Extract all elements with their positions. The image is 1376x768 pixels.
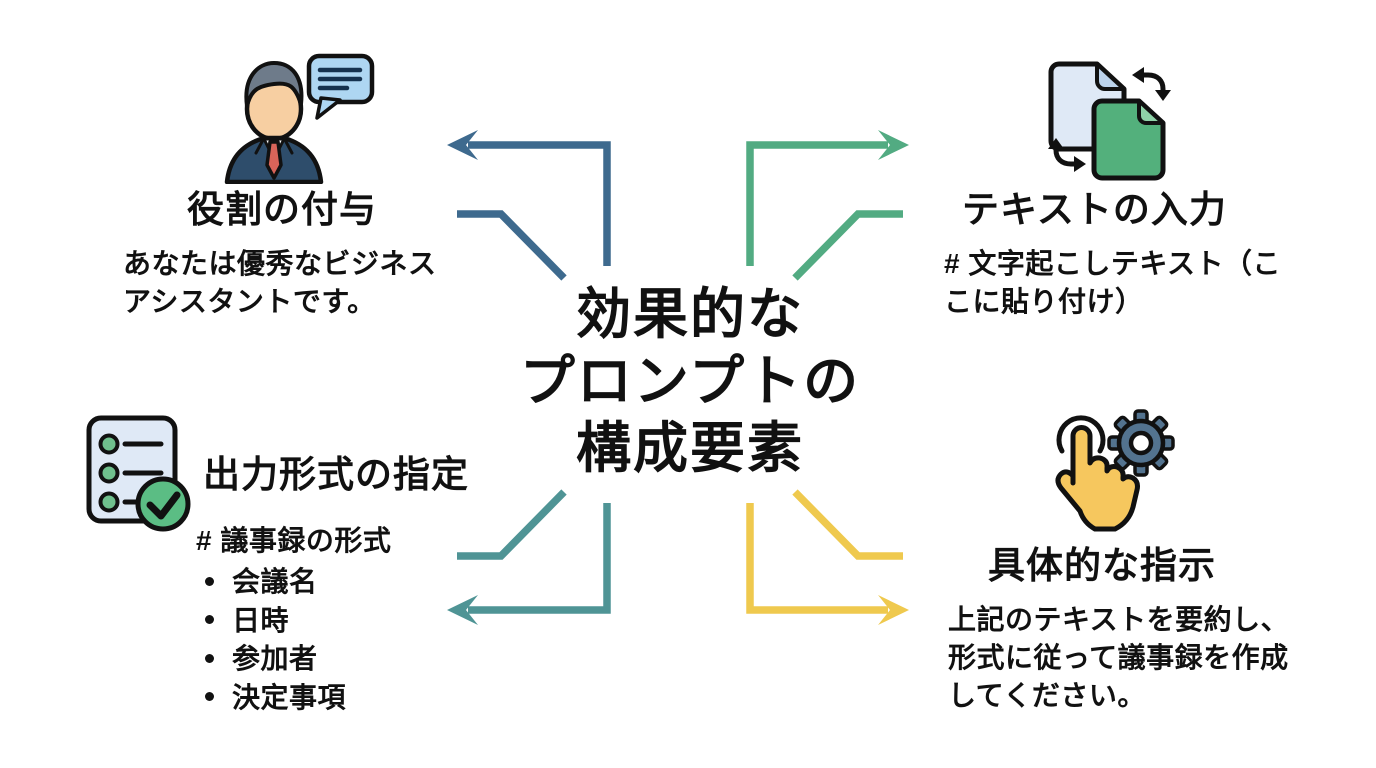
- arrowhead-left: [447, 130, 478, 160]
- check-circle: [135, 476, 191, 532]
- arrow-to-output-format: [447, 489, 611, 625]
- format-bullet-list: 会議名 日時 参加者 決定事項: [196, 561, 346, 715]
- arrow-accent-line: [792, 489, 903, 560]
- bullet-label: 会議名: [232, 566, 318, 598]
- pointing-hand: [1055, 425, 1140, 532]
- arrow-line: [468, 503, 611, 614]
- back-document-fold: [1095, 62, 1126, 91]
- arrow-accent-line: [457, 489, 567, 560]
- businessman-speech-bubble-icon: [222, 52, 377, 184]
- main-title-line-2: プロンプトの: [519, 350, 861, 412]
- quadrant-heading-role: 役割の付与: [187, 189, 377, 230]
- document-swap-icon: [1036, 56, 1176, 182]
- front-document-fold: [1137, 99, 1165, 125]
- gear: [1107, 409, 1175, 477]
- hand-click-gear-icon: [1044, 405, 1176, 539]
- arrowhead-right: [878, 130, 909, 160]
- quadrant-body-instruction: 上記のテキストを要約し、 形式に従って議事録を作成 してください。: [948, 604, 1290, 711]
- arrow-accent-line: [792, 210, 903, 281]
- quadrant-heading-output-format: 出力形式の指定: [203, 454, 469, 495]
- list-item: 参加者: [196, 638, 346, 677]
- quadrant-heading-instruction: 具体的な指示: [988, 545, 1216, 586]
- arrow-accent-line: [457, 210, 567, 281]
- quadrant-body-text-input: # 文字起こしテキスト（こ こに貼り付け）: [944, 248, 1282, 317]
- arrow-line: [746, 141, 888, 266]
- swap-arrow-top: [1132, 67, 1171, 101]
- list-item: 日時: [196, 600, 346, 639]
- check-mark: [146, 491, 181, 520]
- arrow-line: [468, 141, 611, 266]
- bullet-dot: [205, 576, 214, 586]
- arrow-to-text-input: [746, 130, 909, 281]
- main-title: 効果的な プロンプトの 構成要素: [490, 281, 890, 482]
- arrow-line: [746, 503, 888, 614]
- bullet-label: 決定事項: [232, 681, 347, 713]
- businessman: [224, 61, 324, 184]
- bullet-dot: [205, 653, 214, 663]
- quadrant-body-output-format: # 議事録の形式: [196, 525, 392, 556]
- arrowhead-right: [878, 595, 909, 625]
- main-title-line-3: 構成要素: [575, 417, 804, 479]
- quadrant-body-role: あなたは優秀なビジネス アシスタントです。: [123, 248, 437, 317]
- bullet-dot: [205, 615, 214, 625]
- bullet-dot: [205, 692, 214, 702]
- click-arc: [1056, 415, 1106, 454]
- list-item: 決定事項: [196, 677, 346, 716]
- hair: [244, 61, 304, 108]
- bullet-label: 参加者: [232, 643, 318, 675]
- arrow-to-role: [447, 130, 611, 281]
- speech-bubble: [306, 53, 375, 120]
- main-title-line-1: 効果的な: [575, 283, 804, 345]
- tie: [265, 140, 283, 180]
- bullet-label: 日時: [232, 604, 290, 636]
- quadrant-heading-text-input: テキストの入力: [962, 189, 1227, 230]
- swap-arrow-bottom: [1048, 138, 1086, 172]
- arrow-to-instruction: [746, 489, 909, 625]
- list-item: 会議名: [196, 561, 346, 600]
- lapels: [254, 136, 294, 155]
- arrowhead-left: [447, 595, 478, 625]
- list-rows: [98, 433, 164, 513]
- checklist-check-icon: [84, 413, 196, 535]
